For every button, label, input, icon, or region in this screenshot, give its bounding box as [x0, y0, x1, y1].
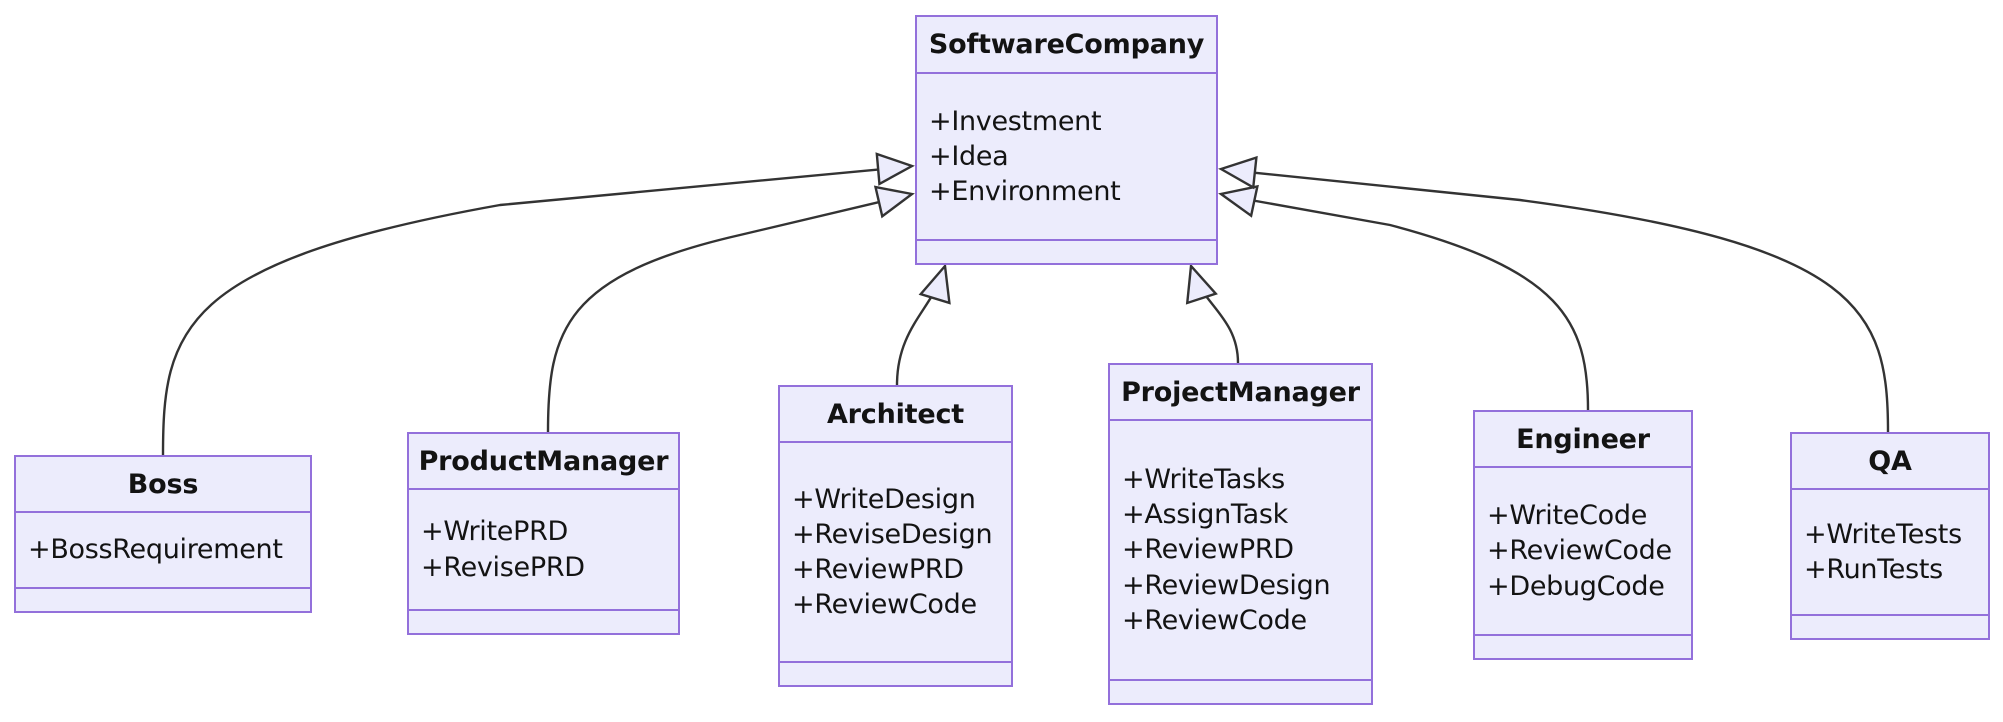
edge-line — [1192, 274, 1240, 364]
uml-attribute: +ReviewPRD — [792, 554, 964, 585]
uml-attribute: +ReviewCode — [1487, 535, 1672, 567]
uml-class-engineer[interactable]: Engineer+WriteCode+ReviewCode+DebugCode — [1473, 410, 1693, 660]
uml-class-name-architect: Architect — [780, 387, 1011, 443]
uml-methods-projectmanager — [1110, 681, 1371, 703]
uml-attributes-boss: +BossRequirement — [16, 513, 310, 589]
edge-projectmanager-to-softwarecompany — [1185, 263, 1240, 364]
generalization-arrowhead-icon — [1218, 184, 1259, 218]
generalization-arrowhead-icon — [875, 152, 915, 186]
edge-line — [895, 274, 944, 386]
uml-attribute: +ReviewDesign — [1122, 569, 1331, 601]
uml-attribute: +ReviseDesign — [792, 518, 993, 550]
uml-attribute: +RevisePRD — [421, 551, 585, 583]
uml-methods-engineer — [1475, 636, 1691, 658]
uml-attribute: +WriteTests — [1804, 518, 1962, 550]
uml-class-name-productmanager: ProductManager — [409, 434, 678, 490]
uml-attribute: +WritePRD — [421, 516, 569, 548]
uml-attribute: +WriteCode — [1487, 500, 1648, 532]
generalization-arrowhead-icon — [918, 263, 951, 305]
uml-attributes-engineer: +WriteCode+ReviewCode+DebugCode — [1475, 468, 1691, 636]
generalization-arrowhead-icon — [873, 185, 915, 219]
uml-methods-productmanager — [409, 611, 678, 633]
uml-attribute: +WriteTasks — [1122, 464, 1285, 496]
uml-class-name-engineer: Engineer — [1475, 412, 1691, 468]
uml-class-boss[interactable]: Boss +BossRequirement — [14, 455, 312, 613]
uml-attributes-softwarecompany: +Investment+Idea +Environment — [917, 74, 1216, 241]
uml-methods-softwarecompany — [917, 241, 1216, 263]
uml-class-projectmanager[interactable]: ProjectManager+WriteTasks+AssignTask+Rev… — [1108, 363, 1373, 705]
uml-attribute: +ReviewPRD — [1122, 534, 1294, 566]
uml-attributes-architect: +WriteDesign+ReviseDesign +ReviewPRD +Revi… — [780, 443, 1011, 663]
uml-attribute: +BossRequirement — [28, 534, 283, 566]
uml-methods-qa — [1792, 616, 1988, 638]
uml-class-name-projectmanager: ProjectManager — [1110, 365, 1371, 421]
uml-attribute: +Investment — [929, 105, 1102, 137]
uml-class-softwarecompany[interactable]: SoftwareCompany +Investment+Idea +Environm… — [915, 15, 1218, 265]
uml-attribute: +Environment — [929, 176, 1121, 208]
uml-methods-architect — [780, 663, 1011, 685]
uml-class-qa[interactable]: QA +WriteTests +RunTests — [1790, 432, 1990, 640]
uml-attributes-productmanager: +WritePRD+RevisePRD — [409, 490, 678, 611]
uml-attribute: +RunTests — [1804, 554, 1943, 585]
uml-attribute: +ReviewCode — [792, 589, 977, 621]
uml-attribute: +ReviewCode — [1122, 604, 1307, 636]
uml-class-name-qa: QA — [1792, 434, 1988, 490]
uml-attributes-qa: +WriteTests +RunTests — [1792, 490, 1988, 616]
uml-class-architect[interactable]: Architect +WriteDesign+ReviseDesign +Revie… — [778, 385, 1013, 687]
uml-attribute: +WriteDesign — [792, 483, 976, 515]
uml-attribute: +Idea — [929, 140, 1009, 172]
generalization-arrowhead-icon — [1185, 263, 1218, 305]
uml-class-productmanager[interactable]: ProductManager+WritePRD+RevisePRD — [407, 432, 680, 635]
uml-attributes-projectmanager: +WriteTasks+AssignTask+ReviewPRD+ReviewD… — [1110, 421, 1371, 681]
uml-class-name-boss: Boss — [16, 457, 310, 513]
uml-attribute: +DebugCode — [1487, 570, 1665, 602]
uml-attribute: +AssignTask — [1122, 499, 1288, 531]
uml-class-name-softwarecompany: SoftwareCompany — [917, 17, 1216, 74]
uml-methods-boss — [16, 589, 310, 611]
generalization-arrowhead-icon — [1218, 155, 1258, 190]
edge-architect-to-softwarecompany — [895, 263, 951, 386]
